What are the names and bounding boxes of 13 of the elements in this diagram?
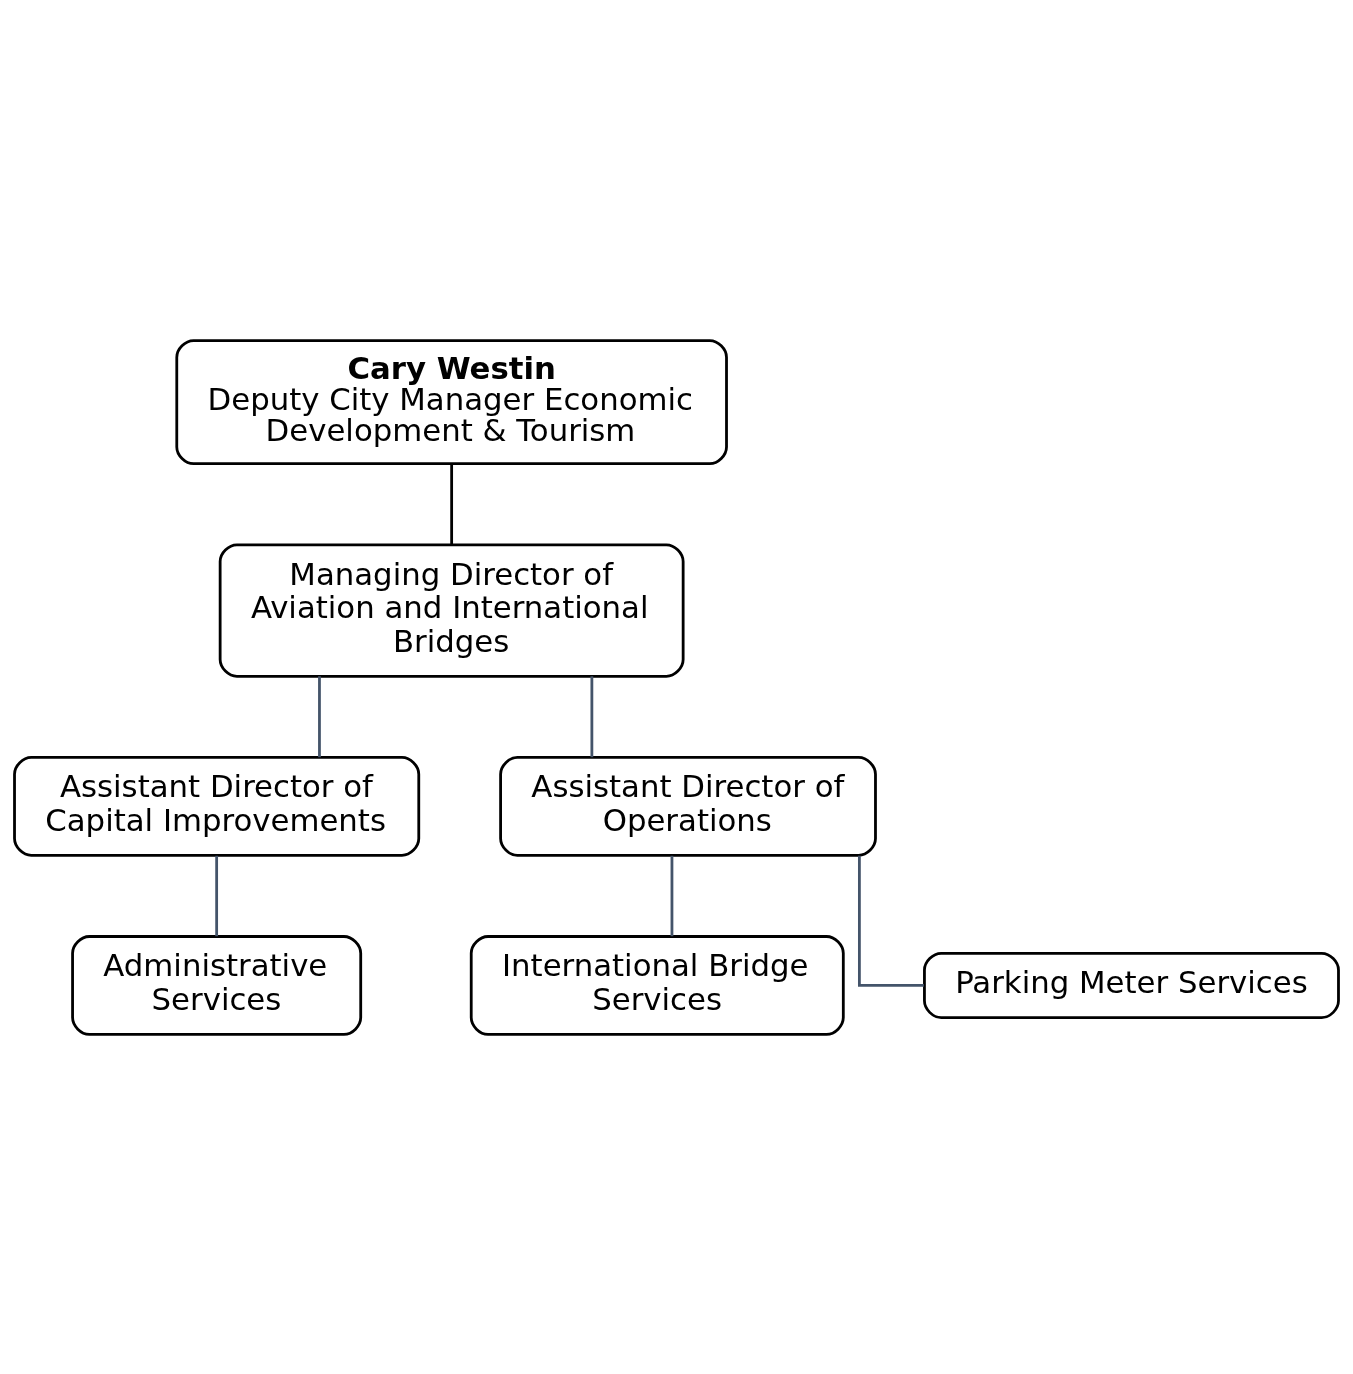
connector	[450, 463, 454, 544]
node-box: Assistant Director of Operations	[499, 755, 877, 857]
connector	[215, 855, 219, 936]
connector	[590, 675, 594, 757]
node-box: Assistant Director of Capital Improvements	[13, 755, 421, 857]
connector	[858, 855, 924, 987]
node-box: Parking Meter Services	[923, 951, 1340, 1019]
node-box: Cary Westin Deputy City Manager Economic Development & Tourism	[175, 338, 728, 465]
connector	[670, 855, 674, 936]
node-box: Managing Director of Aviation and International Bridges	[218, 542, 685, 678]
node-box: Administrative Services	[71, 934, 363, 1036]
connector	[318, 675, 321, 757]
node-box: International Bridge Services	[469, 934, 845, 1036]
